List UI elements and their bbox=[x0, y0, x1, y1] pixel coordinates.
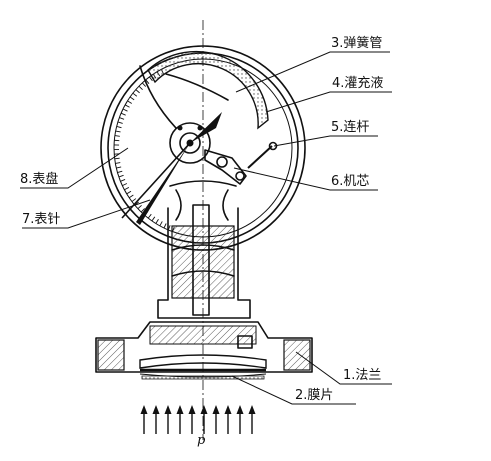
label-part-4: 4.灌充液 bbox=[332, 76, 383, 91]
dial-tick bbox=[139, 86, 143, 89]
dial-tick bbox=[142, 83, 145, 87]
dial-tick bbox=[160, 221, 162, 225]
pressure-arrow-head bbox=[213, 405, 220, 414]
dial-tick bbox=[117, 126, 122, 127]
dial-tick bbox=[119, 118, 124, 120]
flange bbox=[96, 322, 312, 372]
dial-tick bbox=[117, 171, 122, 172]
label-part-5: 5.连杆 bbox=[331, 120, 369, 135]
pressure-arrow-head bbox=[237, 405, 244, 414]
pressure-arrow-head bbox=[165, 405, 172, 414]
dial-tick bbox=[116, 167, 121, 168]
connecting-rod bbox=[248, 143, 277, 169]
label-part-3: 3.弹簧管 bbox=[331, 36, 382, 51]
pressure-arrow-head bbox=[201, 405, 208, 414]
dial-tick bbox=[127, 191, 131, 194]
pressure-arrow-head bbox=[177, 405, 184, 414]
dial-tick bbox=[123, 109, 127, 111]
pressure-arrow-head bbox=[141, 405, 148, 414]
dial-tick bbox=[128, 101, 132, 104]
dial-tick bbox=[122, 183, 127, 185]
label-part-2: 2.膜片 bbox=[295, 388, 333, 403]
dial-tick bbox=[119, 175, 124, 177]
dial-tick bbox=[152, 217, 155, 221]
label-pressure: p bbox=[197, 433, 205, 448]
dial-tick bbox=[116, 131, 121, 132]
dial-tick bbox=[148, 214, 151, 218]
dial-tick bbox=[124, 187, 128, 189]
stem bbox=[158, 181, 250, 318]
dial-tick bbox=[136, 90, 140, 93]
dial-tick bbox=[115, 136, 120, 137]
dial-tick bbox=[115, 163, 120, 164]
pressure-arrow-head bbox=[225, 405, 232, 414]
dial-tick bbox=[138, 205, 142, 208]
dial-tick bbox=[120, 179, 125, 181]
dial-tick bbox=[133, 93, 137, 96]
label-part-1: 1.法兰 bbox=[343, 368, 381, 383]
dial-ticks bbox=[114, 69, 174, 231]
dial-tick bbox=[121, 113, 126, 115]
pressure-arrow-head bbox=[189, 405, 196, 414]
label-part-8: 8.表盘 bbox=[20, 172, 58, 187]
dial-tick bbox=[132, 199, 136, 202]
dial-tick bbox=[118, 122, 123, 123]
dial-tick bbox=[129, 195, 133, 198]
dial-tick bbox=[156, 219, 159, 223]
label-part-7: 7.表针 bbox=[22, 212, 60, 227]
dial-tick bbox=[164, 223, 166, 227]
pressure-arrows bbox=[141, 405, 256, 434]
pressure-arrow-head bbox=[153, 405, 160, 414]
pressure-arrow-head bbox=[249, 405, 256, 414]
dial-tick bbox=[125, 105, 129, 107]
tube-inner-line bbox=[166, 74, 228, 100]
dial-tick bbox=[130, 97, 134, 100]
label-part-6: 6.机芯 bbox=[331, 174, 369, 189]
dial-tick bbox=[115, 158, 120, 159]
